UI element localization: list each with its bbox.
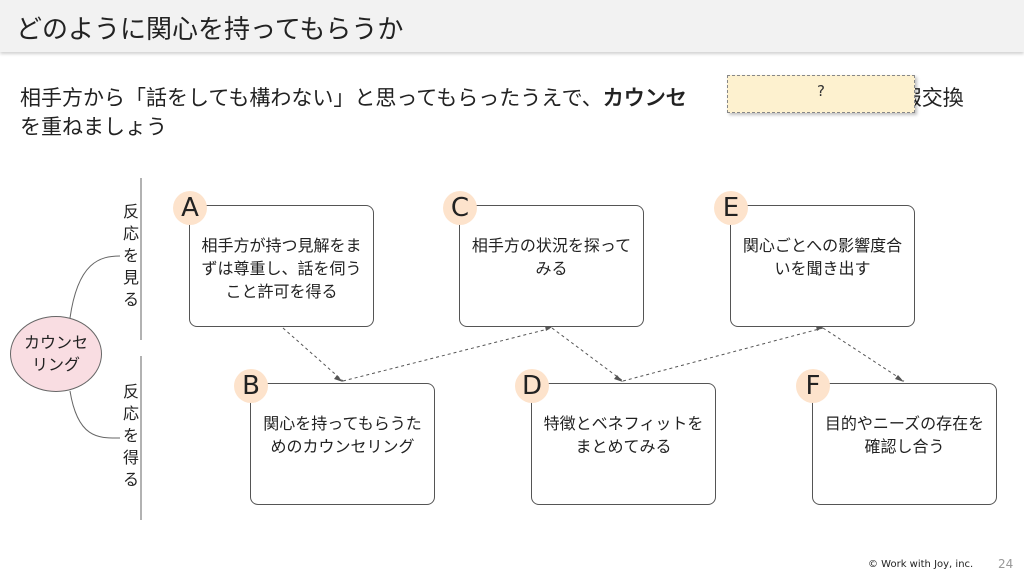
lead-line2: を重ねましょう — [20, 115, 167, 139]
copyright: © Work with Joy, inc. — [868, 559, 974, 570]
arrow-e-f — [822, 327, 905, 382]
page-number: 24 — [998, 557, 1014, 571]
badge-e: E — [714, 191, 748, 225]
arrowhead-d — [614, 375, 623, 382]
label-watch-reaction: 反応を見る — [122, 202, 139, 309]
box-a: 相手方が持つ見解をまずは尊重し、話を伺うこと許可を得る — [189, 205, 374, 327]
label-get-reaction: 反応を得る — [122, 382, 139, 489]
box-a-text: 相手方が持つ見解をまずは尊重し、話を伺うこと許可を得る — [201, 236, 362, 301]
hidden-answer-label: ? — [817, 82, 825, 100]
badge-f: F — [796, 369, 830, 403]
box-d: 特徴とベネフィットをまとめてみる — [531, 383, 716, 505]
box-e-text: 関心ごとへの影響度合いを聞き出す — [742, 236, 903, 278]
lead-part1: 相手方から「話をしても構わない」と思ってもらったうえで、 — [20, 86, 603, 110]
box-b: 関心を持ってもらうためのカウンセリング — [250, 383, 435, 505]
lead-bold: カウンセ — [602, 86, 687, 110]
box-f: 目的やニーズの存在を確認し合う — [812, 383, 997, 505]
box-c: 相手方の状況を探ってみる — [459, 205, 644, 327]
counseling-circle: カウンセリング — [10, 316, 102, 392]
box-c-text: 相手方の状況を探ってみる — [471, 236, 632, 278]
counseling-label: カウンセリング — [23, 333, 88, 374]
center-to-top-curve — [69, 255, 121, 319]
box-b-text: 関心を持ってもらうためのカウンセリング — [263, 414, 422, 456]
arrow-a-b — [282, 327, 344, 382]
box-f-text: 目的やニーズの存在を確認し合う — [824, 414, 985, 456]
badge-a: A — [173, 191, 207, 225]
badge-c: C — [443, 191, 477, 225]
box-e: 関心ごとへの影響度合いを聞き出す — [730, 205, 915, 327]
title-bar: どのように関心を持ってもらうか — [0, 0, 1024, 52]
center-to-bottom-curve — [69, 390, 121, 439]
arrowhead-b — [334, 375, 343, 382]
arrowhead-c — [545, 326, 552, 331]
arrow-d-e — [622, 327, 824, 382]
box-d-text: 特徴とベネフィットをまとめてみる — [543, 414, 704, 456]
badge-d: D — [515, 369, 549, 403]
hidden-answer-box[interactable]: ? — [727, 75, 915, 113]
arrow-c-d — [551, 327, 624, 382]
page-title: どのように関心を持ってもらうか — [16, 15, 404, 45]
arrowhead-e — [816, 326, 823, 331]
badge-b: B — [234, 369, 268, 403]
arrowhead-f — [895, 375, 904, 382]
